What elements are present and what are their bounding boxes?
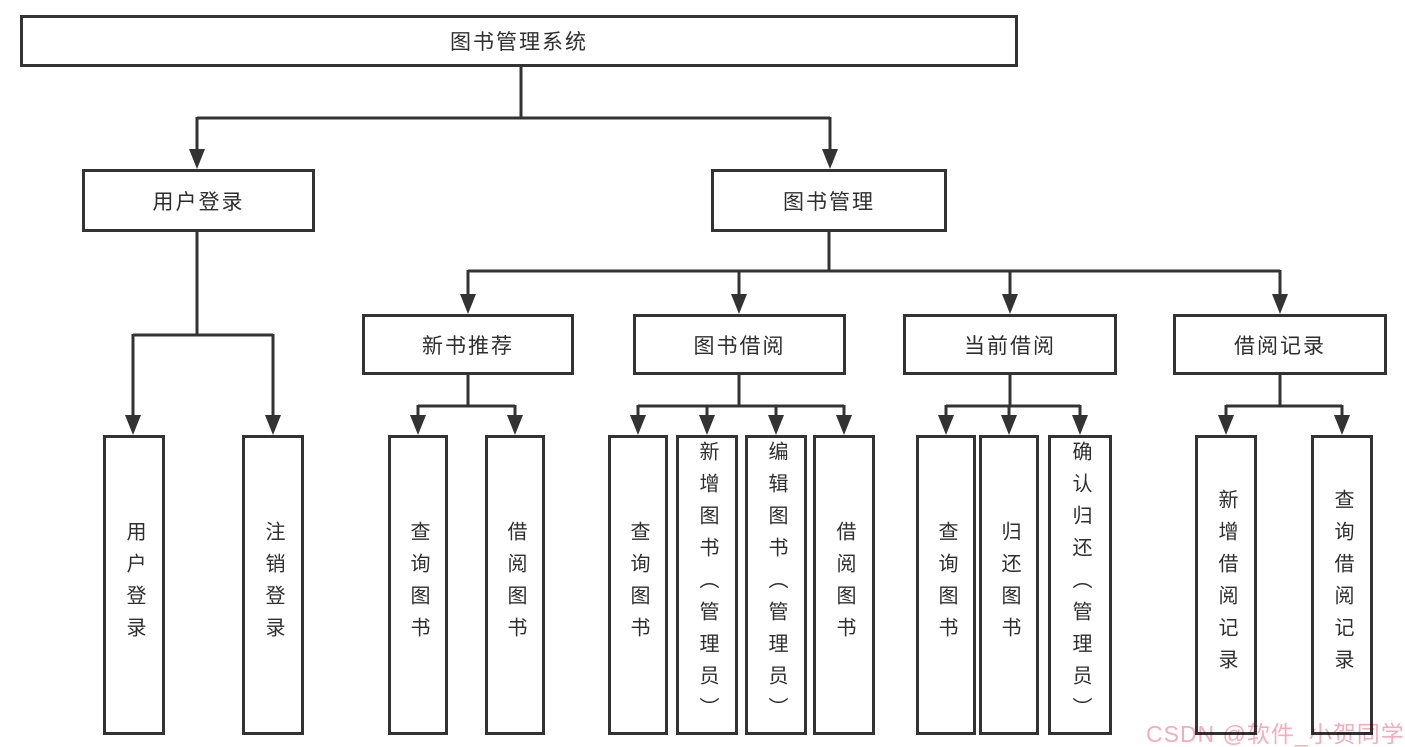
node-return-book: 归还图书 (979, 435, 1039, 735)
node-add-borrow-record: 新增借阅记录 (1195, 435, 1257, 735)
node-borrow-record: 借阅记录 (1173, 314, 1387, 375)
node-logout-leaf: 注销登录 (242, 435, 304, 735)
node-borrow-book-1: 借阅图书 (485, 435, 545, 735)
node-query-book-2: 查询图书 (608, 435, 668, 735)
node-root: 图书管理系统 (20, 15, 1018, 67)
node-query-book-3: 查询图书 (916, 435, 976, 735)
node-add-book-admin: 新增图书（管理员） (676, 435, 738, 735)
node-book-borrow: 图书借阅 (633, 314, 846, 375)
node-query-book-1: 查询图书 (388, 435, 448, 735)
node-user-login-leaf: 用户登录 (103, 435, 165, 735)
node-confirm-return-admin: 确认归还（管理员） (1048, 435, 1112, 735)
node-current-borrow: 当前借阅 (903, 314, 1117, 375)
node-new-book-recommend: 新书推荐 (362, 314, 574, 375)
node-borrow-book-2: 借阅图书 (813, 435, 875, 735)
node-book-management: 图书管理 (711, 169, 947, 232)
csdn-watermark: CSDN @软件_小贺同学 (1146, 721, 1405, 747)
node-query-borrow-record: 查询借阅记录 (1311, 435, 1373, 735)
node-user-login: 用户登录 (82, 169, 315, 232)
node-edit-book-admin: 编辑图书（管理员） (745, 435, 807, 735)
